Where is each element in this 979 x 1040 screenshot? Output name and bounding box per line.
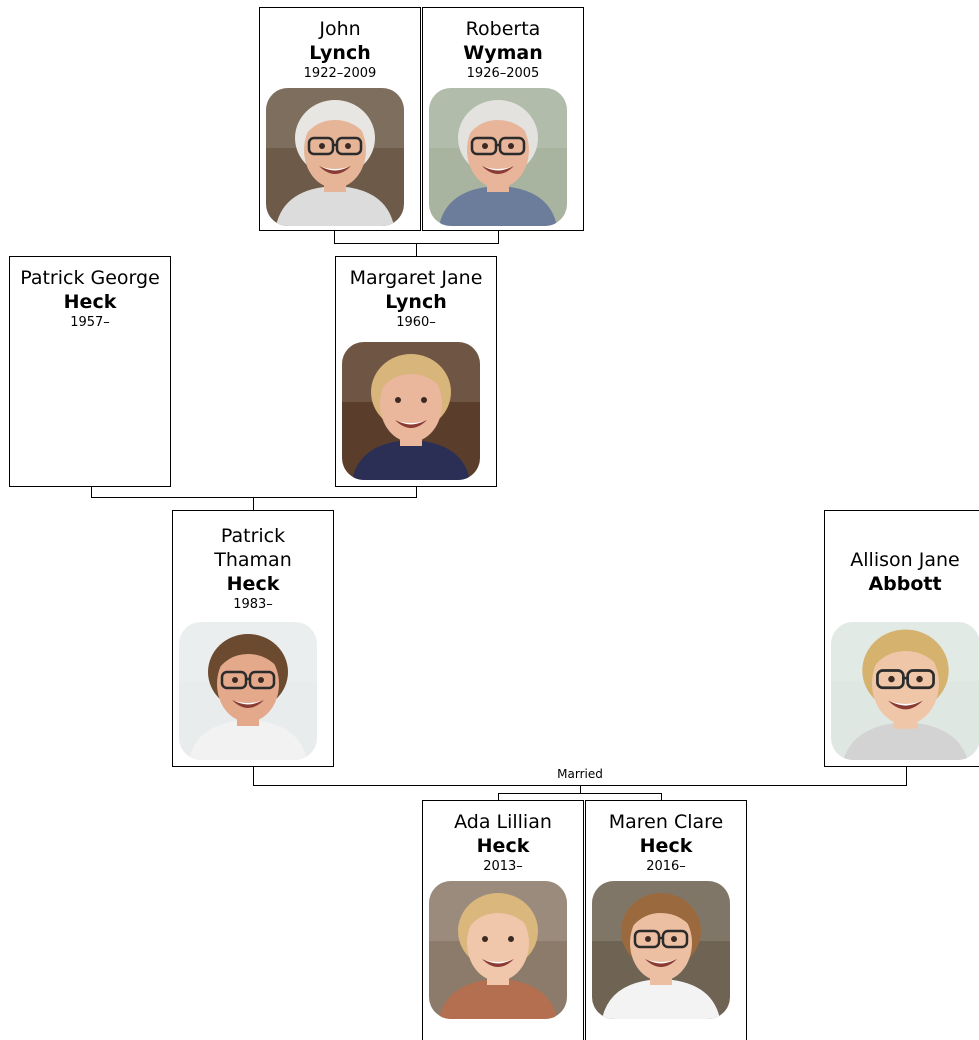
surname: Abbott — [868, 573, 942, 595]
person-photo-icon — [266, 88, 404, 226]
person-photo-icon — [179, 622, 317, 760]
surname: Heck — [639, 835, 693, 857]
person-photo-icon — [429, 881, 567, 1019]
life-years: 1957– — [70, 315, 110, 330]
surname: Heck — [476, 835, 530, 857]
connector-heck-lynch — [91, 486, 417, 498]
connector-to-children — [498, 785, 662, 801]
given-name: Maren Clare — [608, 811, 724, 833]
married-label: Married — [557, 767, 603, 781]
person-card-margaret-jane-lynch[interactable]: Margaret Jane Lynch 1960– — [335, 256, 497, 487]
person-card-patrick-george-heck[interactable]: Patrick George Heck 1957– — [9, 256, 171, 487]
given-name: Roberta — [465, 18, 541, 40]
person-card-allison-jane-abbott[interactable]: Allison Jane Abbott — [824, 510, 979, 767]
life-years: 1922–2009 — [303, 66, 377, 81]
person-photo-icon — [831, 622, 979, 760]
given-name: Margaret Jane — [349, 267, 483, 289]
connector-lynch-wyman — [334, 230, 499, 244]
person-photo-icon — [592, 881, 730, 1019]
person-card-roberta-wyman[interactable]: Roberta Wyman 1926–2005 — [422, 7, 584, 231]
surname: Heck — [226, 573, 280, 595]
person-card-patrick-thaman-heck[interactable]: Patrick Thaman Heck 1983– — [172, 510, 334, 767]
given-name: Allison Jane — [850, 549, 960, 571]
surname: Wyman — [463, 42, 543, 64]
surname: Lynch — [385, 291, 447, 313]
life-years: 1926–2005 — [466, 66, 540, 81]
given-name: Patrick Thaman — [214, 525, 292, 571]
life-years: 2016– — [646, 859, 686, 874]
given-name: Patrick George — [20, 267, 160, 289]
given-name: John — [319, 18, 361, 40]
person-card-john-lynch[interactable]: John Lynch 1922–2009 — [259, 7, 421, 231]
life-years: 1960– — [396, 315, 436, 330]
life-years: 2013– — [483, 859, 523, 874]
person-photo-icon — [342, 342, 480, 480]
person-card-maren-clare-heck[interactable]: Maren Clare Heck 2016– — [585, 800, 747, 1040]
person-card-ada-lillian-heck[interactable]: Ada Lillian Heck 2013– — [422, 800, 584, 1040]
surname: Heck — [63, 291, 117, 313]
given-name: Ada Lillian — [454, 811, 552, 833]
life-years: 1983– — [233, 597, 273, 612]
surname: Lynch — [309, 42, 371, 64]
person-photo-icon — [429, 88, 567, 226]
